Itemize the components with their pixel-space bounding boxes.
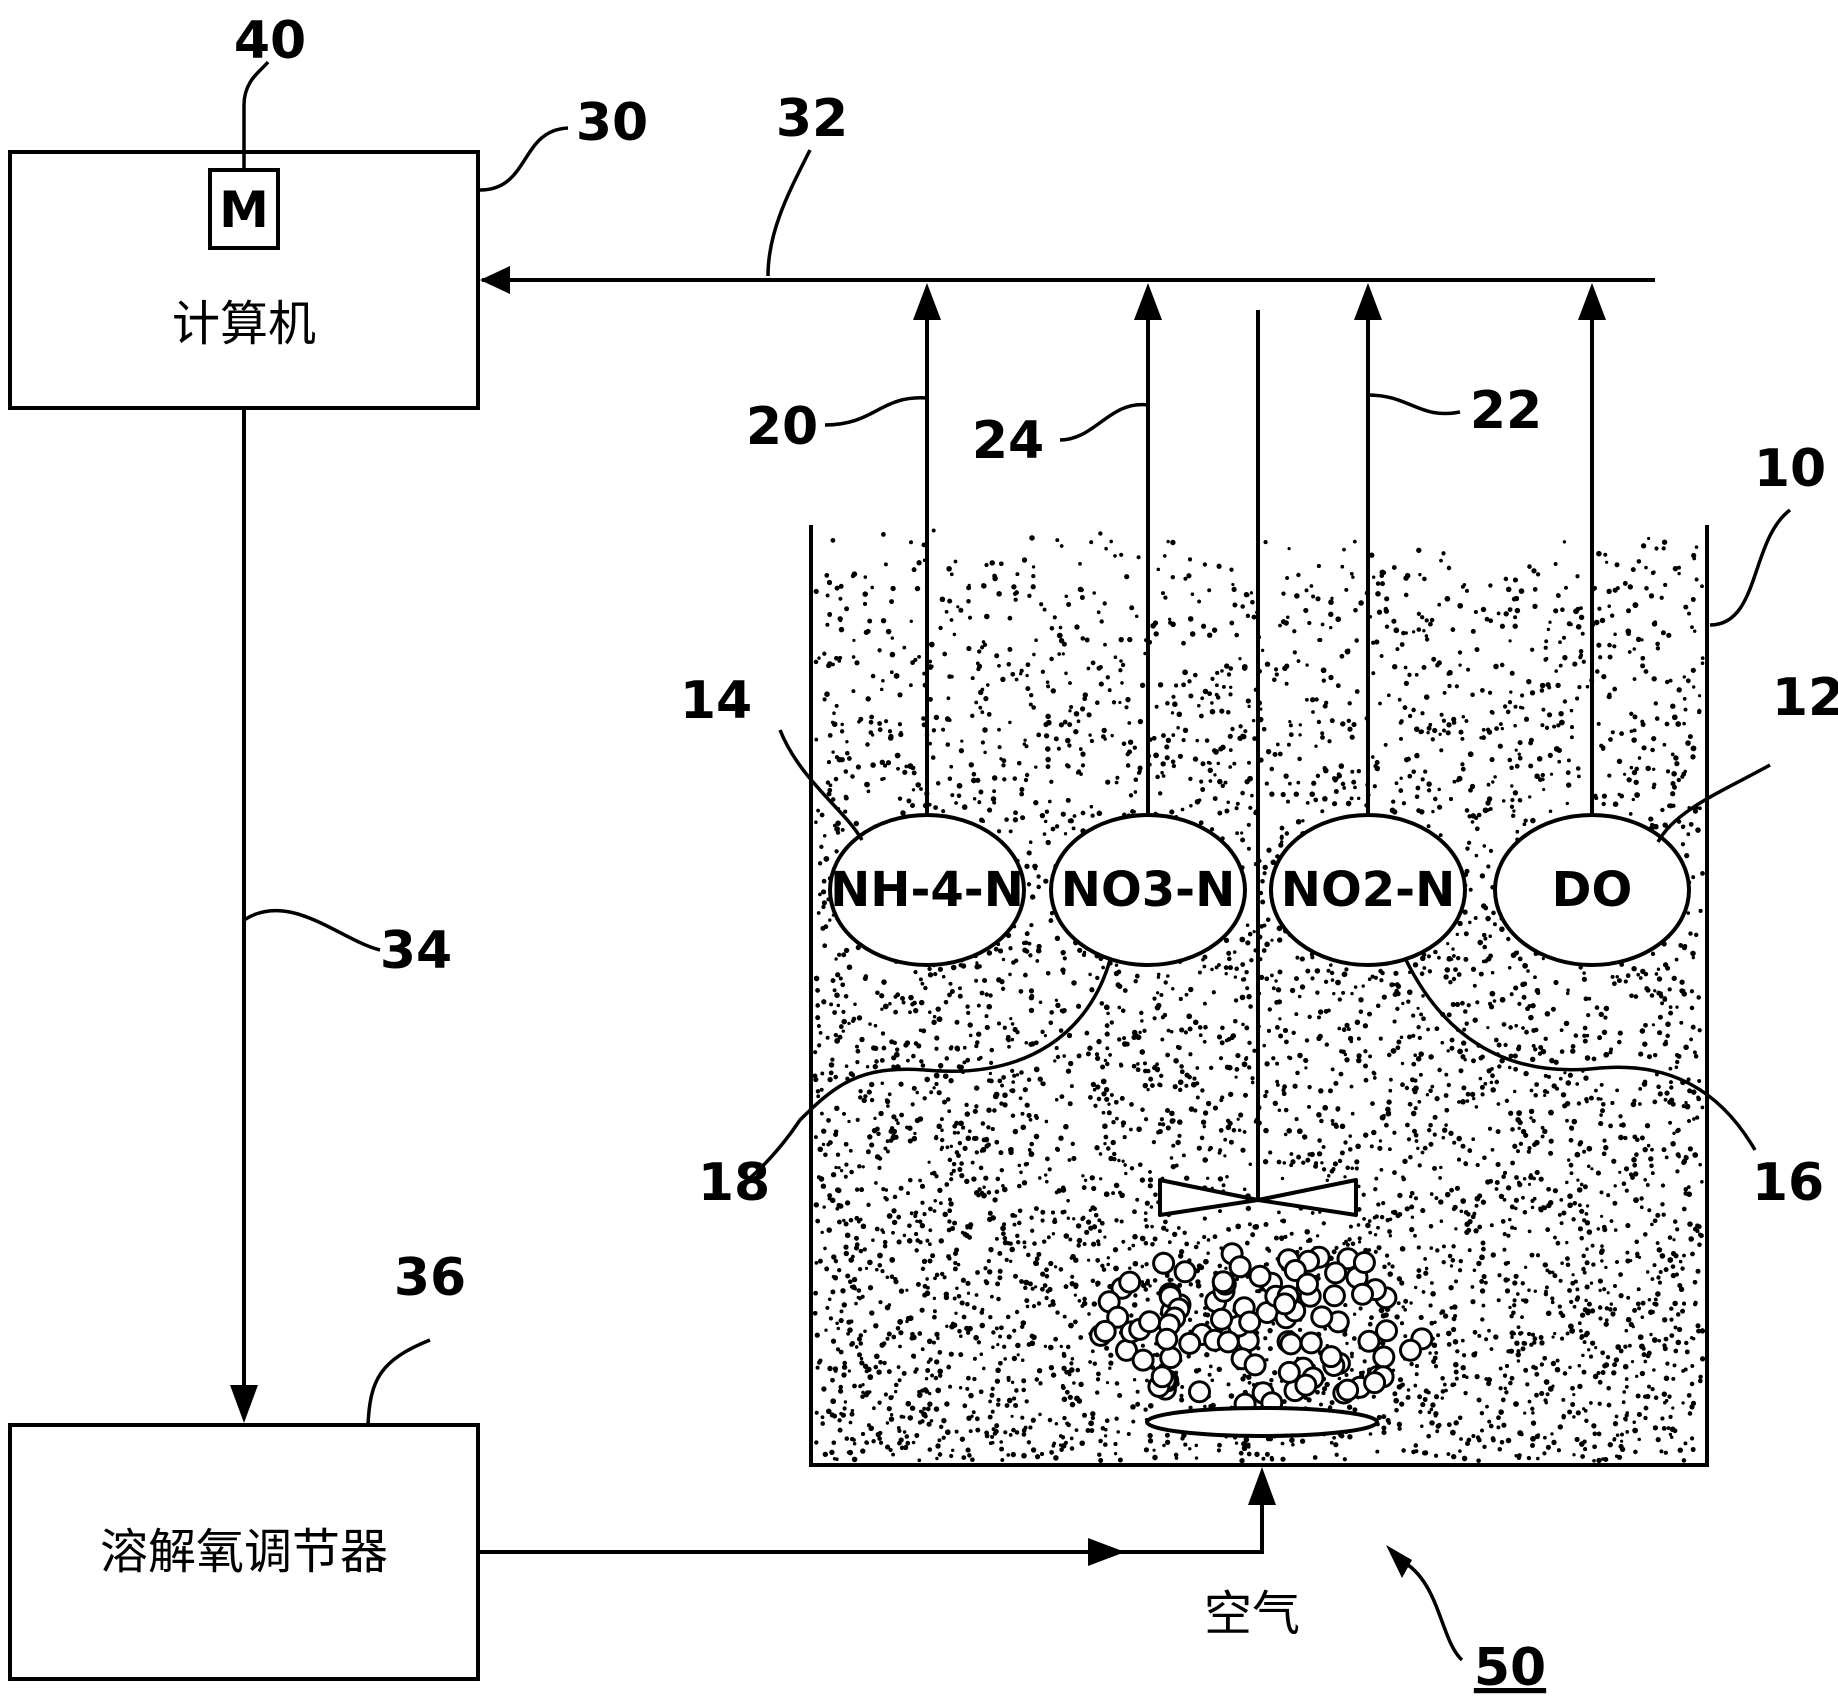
ref-tank: 10 xyxy=(1754,439,1826,499)
air-line-arrowhead-1 xyxy=(1088,1538,1125,1566)
sensor-no2: NO2-N xyxy=(1269,813,1467,967)
sensor-do-label: DO xyxy=(1552,862,1633,918)
ref-line-no2: 22 xyxy=(1470,381,1542,441)
memory-module-box xyxy=(208,168,280,250)
sensor-no3-label: NO3-N xyxy=(1061,862,1235,918)
tank xyxy=(809,525,1709,1467)
air-line xyxy=(478,1490,1264,1554)
regulator-label: 溶解氧调节器 xyxy=(100,1524,388,1580)
ref-signal-bus: 32 xyxy=(776,89,848,149)
ref-memory-module: 40 xyxy=(234,11,306,71)
sensor-no3: NO3-N xyxy=(1049,813,1247,967)
memory-module-letter: M xyxy=(219,181,269,239)
ref-sensor-no2: 16 xyxy=(1752,1153,1824,1213)
sensor-nh4-label: NH-4-N xyxy=(830,862,1024,918)
ref-sensor-no3: 18 xyxy=(698,1153,770,1213)
air-line-arrowhead-2 xyxy=(1248,1467,1276,1505)
computer-label: 计算机 xyxy=(172,296,316,352)
sensor-do: DO xyxy=(1493,813,1691,967)
ref-system: 50 xyxy=(1474,1638,1546,1698)
bus-arrowhead xyxy=(480,266,510,294)
air-diffuser xyxy=(1145,1406,1379,1438)
sensor-nh4: NH-4-N xyxy=(828,813,1026,967)
ref-sensor-do: 12 xyxy=(1772,668,1838,728)
ref-sensor-nh4: 14 xyxy=(680,671,752,731)
leader-lines xyxy=(242,60,1792,1662)
system-leader-arrowhead xyxy=(1386,1545,1412,1578)
ref-line-no3: 24 xyxy=(972,411,1044,471)
ref-regulator: 36 xyxy=(394,1248,466,1308)
impeller-blade-left xyxy=(1158,1178,1260,1217)
sensor-signal-lines xyxy=(913,283,1606,815)
control-line-arrowhead xyxy=(230,1385,258,1423)
ref-line-nh4: 20 xyxy=(746,397,818,457)
ref-control-line: 34 xyxy=(380,921,452,981)
air-bubbles xyxy=(1089,1242,1434,1416)
sensor-no2-label: NO2-N xyxy=(1281,862,1455,918)
air-label: 空气 xyxy=(1204,1586,1300,1642)
impeller-blade-right xyxy=(1256,1178,1358,1217)
ref-computer: 30 xyxy=(576,93,648,153)
